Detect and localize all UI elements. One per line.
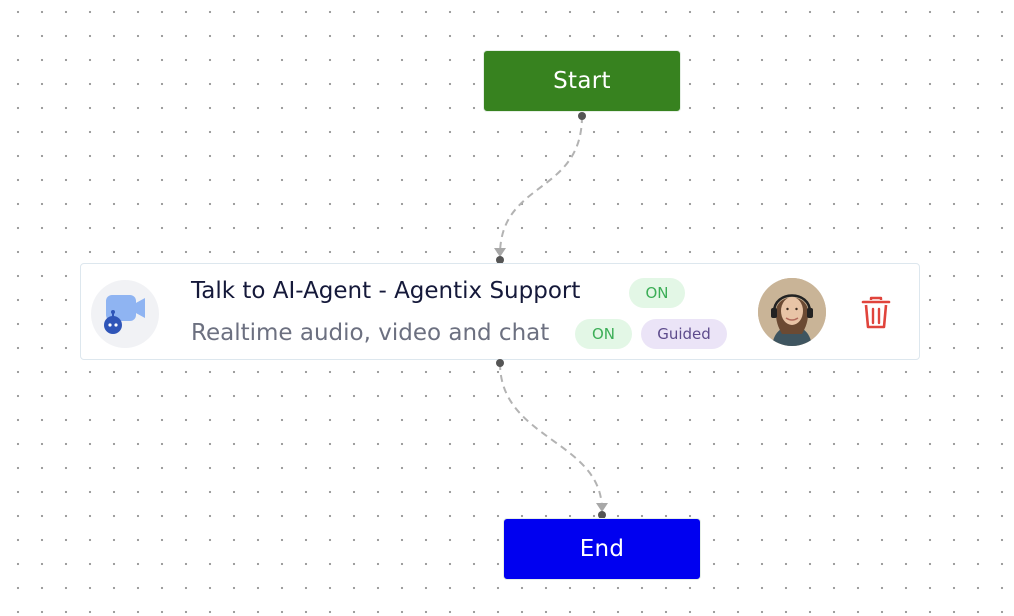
- subtitle-status-badge: ON: [575, 319, 632, 349]
- edge-start-to-agent: [499, 115, 583, 256]
- trash-icon: [861, 296, 891, 329]
- start-node[interactable]: Start: [483, 50, 681, 112]
- agent-node-title: Talk to AI-Agent - Agentix Support: [191, 278, 581, 304]
- guided-mode-badge: Guided: [641, 319, 727, 349]
- delete-node-button[interactable]: [861, 296, 891, 330]
- agent-node[interactable]: Talk to AI-Agent - Agentix Support ON Re…: [80, 263, 920, 360]
- title-status-badge: ON: [629, 278, 685, 308]
- agent-node-subtitle: Realtime audio, video and chat: [191, 320, 550, 346]
- agent-node-output-handle[interactable]: [496, 359, 504, 367]
- end-node[interactable]: End: [503, 518, 701, 580]
- start-node-output-handle[interactable]: [578, 112, 586, 120]
- support-agent-avatar: [758, 278, 826, 346]
- end-node-input-handle[interactable]: [598, 511, 606, 519]
- video-bot-icon: [91, 280, 159, 348]
- agent-node-input-handle[interactable]: [496, 256, 504, 264]
- edge-agent-to-end: [499, 362, 603, 511]
